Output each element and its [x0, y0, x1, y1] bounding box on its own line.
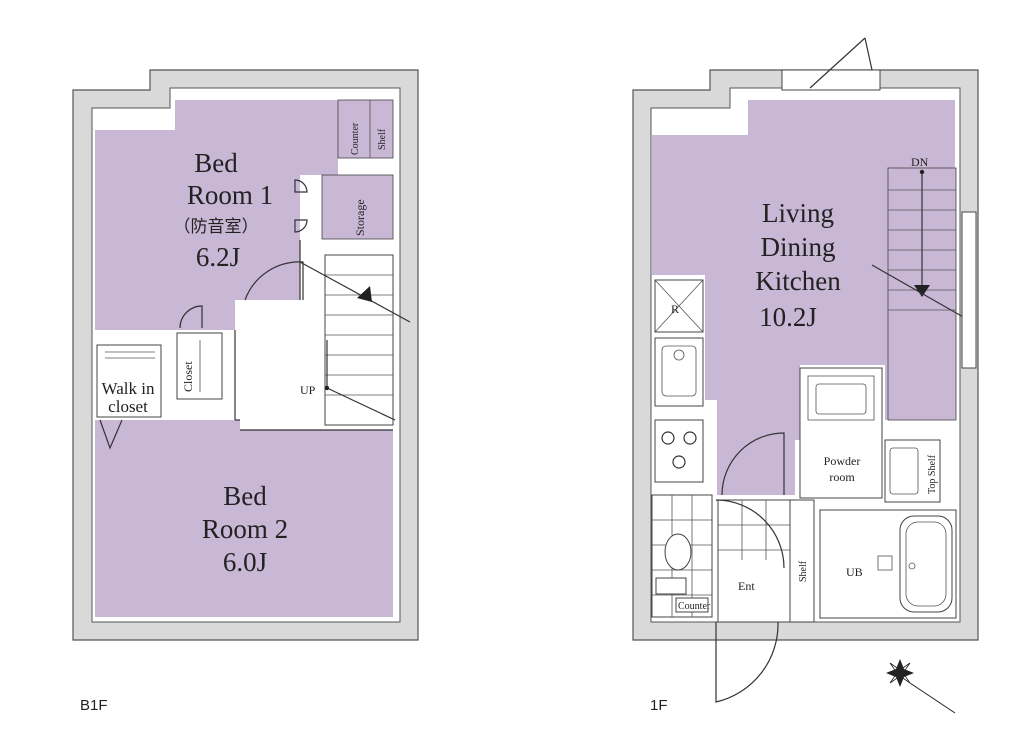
bathtub-icon: [899, 515, 953, 613]
dn-label: DN: [911, 155, 929, 169]
bedroom2-size: 6.0J: [223, 547, 267, 577]
storage-area: [321, 174, 394, 240]
storage-label: Storage: [353, 199, 367, 236]
fridge-label: R: [671, 302, 679, 316]
compass-rose-icon: [886, 659, 956, 714]
b1f-stair: [324, 254, 394, 426]
powder-room: [799, 367, 883, 499]
bedroom1-label-line2: Room 1: [187, 180, 273, 210]
b1f-plan: Bed Room 1 （防音室） 6.2J Counter Shelf Stor…: [72, 69, 419, 714]
shelf-label: Shelf: [377, 128, 388, 150]
powder-label-line1: Powder: [824, 454, 861, 468]
ent-label: Ent: [738, 579, 755, 593]
ldk-label-line1: Living: [762, 198, 834, 228]
bedroom2-label-line2: Room 2: [202, 514, 288, 544]
closet-label: Closet: [181, 361, 195, 392]
bedroom1-label-line1: Bed: [194, 148, 238, 178]
entrance-area: [717, 499, 791, 623]
ldk-label-line2: Dining: [760, 232, 835, 262]
entry-door-swing-icon: [715, 621, 779, 703]
f1-floor-label: 1F: [650, 697, 668, 714]
stair-arrow-icon: [357, 286, 372, 302]
ub-label: UB: [846, 565, 863, 579]
b1f-floor-label: B1F: [80, 697, 108, 714]
powder-label-line2: room: [829, 470, 855, 484]
counter-label: Counter: [350, 122, 361, 155]
bedroom1-area: [95, 100, 338, 330]
closet-box: [176, 332, 223, 400]
walkin-label-line1: Walk in: [102, 379, 155, 398]
bedroom1-size: 6.2J: [196, 242, 240, 272]
f1-plan: Living Dining Kitchen 10.2J DN R Powder …: [632, 37, 979, 714]
entry-shelf-label: Shelf: [798, 560, 809, 582]
bedroom1-label-line3: （防音室）: [174, 217, 259, 236]
walkin-label-line2: closet: [108, 397, 148, 416]
ldk-size: 10.2J: [759, 302, 817, 332]
dn-stair-arrow-icon: [914, 285, 930, 297]
ldk-area: [652, 100, 955, 495]
bedroom2-area: [95, 420, 393, 617]
bedroom2-label-line1: Bed: [223, 481, 267, 511]
up-label: UP: [300, 383, 316, 397]
counter-shelf-strip: [337, 99, 394, 159]
ldk-label-line3: Kitchen: [755, 266, 841, 296]
walkin-closet-box: [96, 344, 162, 418]
toilet-icon: [664, 533, 692, 571]
stove-icon: [654, 419, 704, 483]
counter-small-label: Counter: [678, 601, 711, 612]
top-shelf-label: Top Shelf: [927, 454, 938, 494]
